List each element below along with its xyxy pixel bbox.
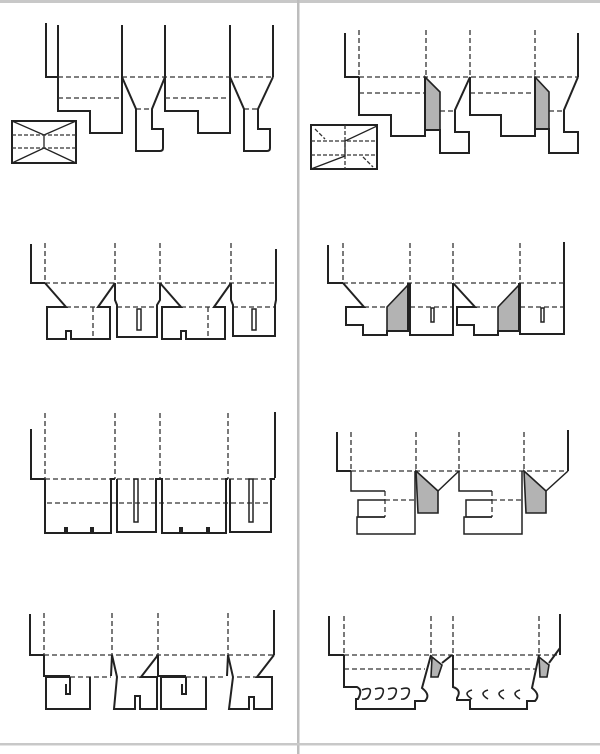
box-net-4b <box>328 614 561 710</box>
box-preview-icon <box>310 124 378 170</box>
frame-top <box>0 0 600 3</box>
box-preview-icon <box>11 120 77 164</box>
frame-bottom <box>0 743 600 746</box>
box-net-4a <box>29 610 275 710</box>
box-net-3b <box>336 430 569 535</box>
frame-divider <box>297 0 300 754</box>
box-net-3a <box>30 412 276 534</box>
box-net-1a <box>11 23 274 164</box>
box-net-1b <box>310 30 579 170</box>
box-net-2a <box>30 243 277 340</box>
box-net-2b <box>327 242 565 336</box>
